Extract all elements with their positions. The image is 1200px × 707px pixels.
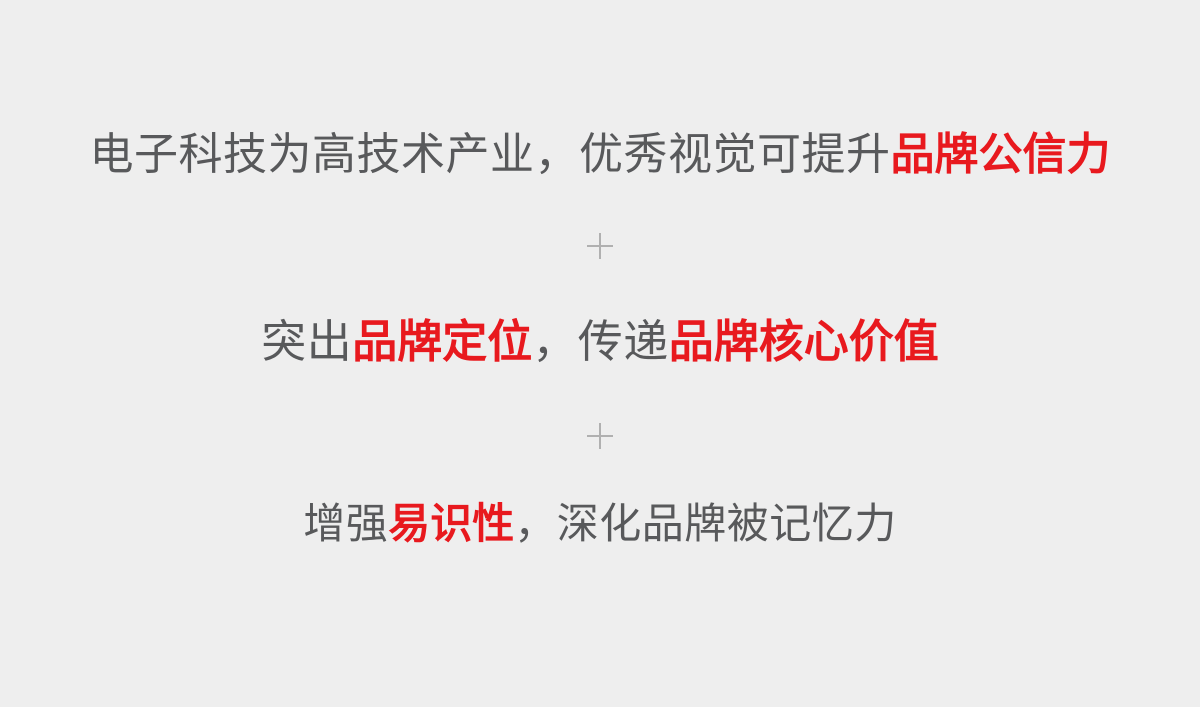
- statement-line-2-segment-accent-2: 品牌核心价值: [668, 316, 939, 367]
- statement-line-1: 电子科技为高技术产业，优秀视觉可提升品牌公信力: [0, 133, 1200, 177]
- plus-icon: [587, 233, 613, 259]
- statement-line-1-segment-accent: 品牌公信力: [890, 130, 1111, 179]
- separator-1: [0, 233, 1200, 259]
- statement-line-2-segment-plain-1: 突出: [261, 316, 353, 367]
- statement-line-2-segment-accent-1: 品牌定位: [352, 316, 533, 367]
- statement-line-3-segment-accent: 易识性: [388, 500, 515, 547]
- separator-2: [0, 423, 1200, 449]
- statement-line-1-segment-plain: 电子科技为高技术产业，优秀视觉可提升: [89, 130, 891, 179]
- statement-line-2-segment-plain-2: ，传递: [532, 316, 669, 367]
- statement-line-2: 突出品牌定位，传递品牌核心价值: [0, 319, 1200, 364]
- statement-line-3-segment-plain-2: ，深化品牌被记忆力: [514, 500, 897, 547]
- statement-line-3: 增强易识性，深化品牌被记忆力: [0, 503, 1200, 545]
- statement-line-3-segment-plain-1: 增强: [303, 500, 389, 547]
- plus-icon: [587, 423, 613, 449]
